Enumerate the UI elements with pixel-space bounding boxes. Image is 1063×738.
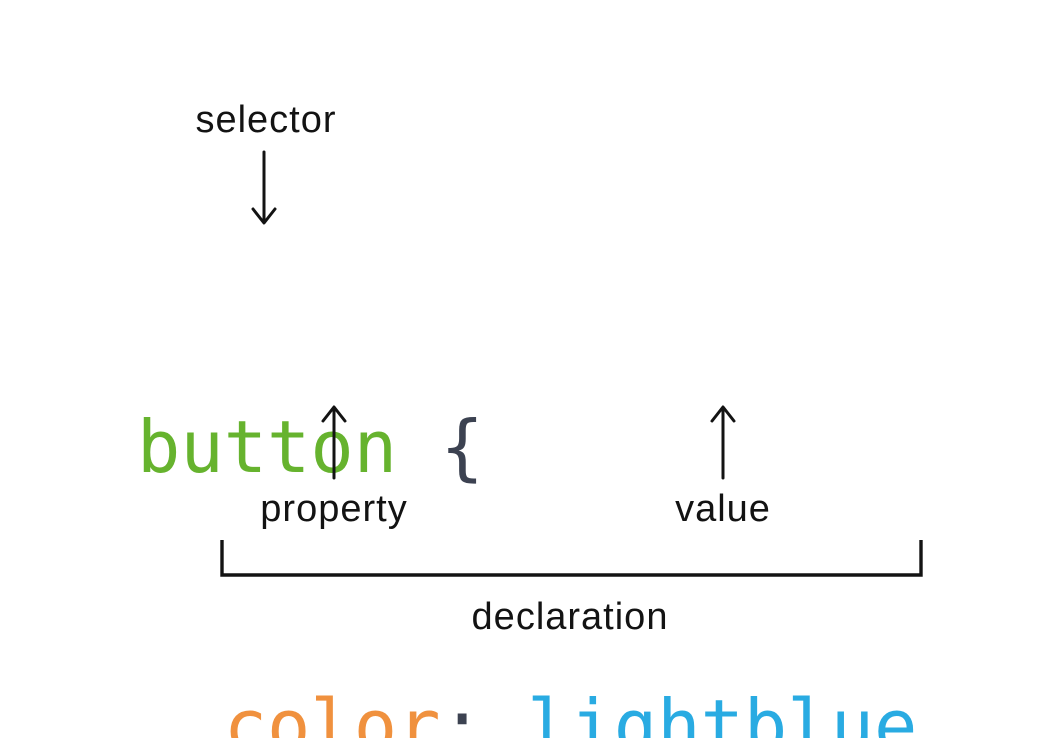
value-label: value <box>675 488 771 530</box>
open-brace-token: { <box>440 405 484 489</box>
code-space <box>397 405 440 489</box>
declaration-label: declaration <box>471 596 669 638</box>
property-label: property <box>260 488 408 530</box>
code-line-2: color: lightblue <box>137 680 918 738</box>
css-code-snippet: button { color: lightblue } <box>137 215 917 738</box>
value-token: lightblue <box>527 684 918 738</box>
colon-token: : <box>440 684 484 738</box>
property-token: color <box>223 684 441 738</box>
code-line-1: button { <box>137 401 917 494</box>
selector-label: selector <box>195 99 337 141</box>
code-space <box>484 684 527 738</box>
code-indent <box>137 684 224 738</box>
down-arrow-icon <box>251 150 277 225</box>
selector-token: button <box>137 405 398 489</box>
